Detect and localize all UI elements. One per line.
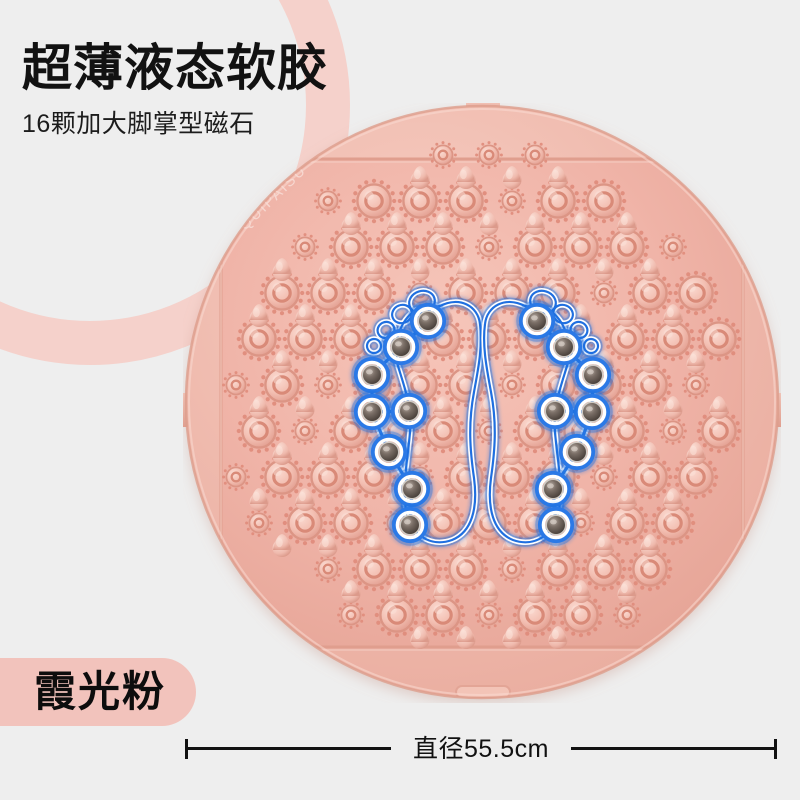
footprint-overlay	[351, 286, 614, 547]
headline-block: 超薄液态软胶 16颗加大脚掌型磁石	[22, 42, 328, 140]
magnet-node	[388, 390, 430, 432]
magnet-node	[571, 391, 613, 433]
page-title: 超薄液态软胶	[22, 40, 328, 96]
ruler-bar-right	[571, 747, 775, 750]
color-name-label: 霞光粉	[34, 668, 167, 715]
magnet-node	[391, 468, 433, 510]
magnet-node	[389, 504, 431, 546]
ruler-cap-left	[185, 739, 188, 759]
magnet-node	[351, 391, 393, 433]
ruler-bar-left	[187, 747, 391, 750]
magnet-node	[368, 431, 410, 473]
dimension-label: 直径55.5cm	[413, 735, 549, 763]
magnet-node	[534, 390, 576, 432]
ruler-cap-right	[774, 739, 777, 759]
magnet-node	[535, 504, 577, 546]
right-foot-magnets	[516, 300, 614, 546]
magnet-node	[351, 354, 393, 396]
left-foot-magnets	[351, 300, 449, 546]
page-subtitle: 16颗加大脚掌型磁石	[22, 109, 255, 138]
right-footprint-outline	[479, 286, 603, 547]
foot-massage-mat: QUIPAISU	[183, 103, 781, 703]
dimension-ruler: 直径55.5cm	[185, 731, 777, 767]
magnet-node	[516, 300, 558, 342]
magnet-node	[532, 468, 574, 510]
magnet-node	[407, 300, 449, 342]
mat-illustration: QUIPAISU	[183, 103, 781, 700]
color-name-badge: 霞光粉	[0, 658, 197, 726]
magnet-node	[572, 354, 614, 396]
magnet-node	[380, 326, 422, 368]
magnet-node	[543, 326, 585, 368]
magnet-node	[556, 431, 598, 473]
